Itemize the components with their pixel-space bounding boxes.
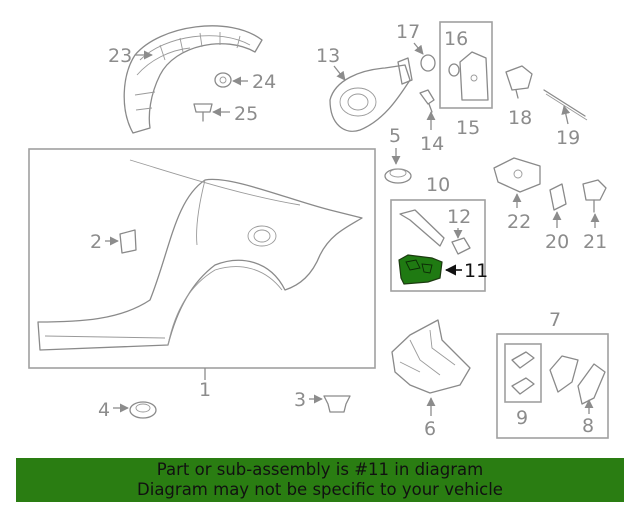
part-24-clip [214, 72, 232, 88]
label-3[interactable]: 3 [294, 389, 306, 411]
label-24[interactable]: 24 [252, 71, 276, 93]
label-15[interactable]: 15 [456, 117, 480, 139]
box-7 [496, 333, 609, 439]
part-13-fuel-door-housing [329, 57, 413, 132]
leader-19 [561, 105, 571, 125]
box-1 [28, 148, 376, 369]
label-19[interactable]: 19 [556, 127, 580, 149]
part-18-actuator [505, 65, 533, 99]
label-20[interactable]: 20 [545, 231, 569, 253]
label-11[interactable]: 11 [464, 260, 488, 282]
label-13[interactable]: 13 [316, 45, 340, 67]
footer-banner: Part or sub-assembly is #11 in diagram D… [16, 458, 624, 502]
label-18[interactable]: 18 [508, 107, 532, 129]
part-10-trim [399, 209, 445, 247]
part-11-highlighted[interactable] [398, 254, 443, 285]
label-16[interactable]: 16 [444, 28, 468, 50]
label-21[interactable]: 21 [583, 231, 607, 253]
part-22-latch [493, 157, 541, 193]
label-10[interactable]: 10 [426, 174, 450, 196]
part-8-seal [549, 355, 606, 405]
leader-17 [413, 42, 424, 55]
label-2[interactable]: 2 [90, 231, 102, 253]
part-16-bracket [448, 51, 489, 101]
part-14-bolt [419, 89, 435, 113]
part-17-grommet [420, 54, 436, 72]
footer-line-2: Diagram may not be specific to your vehi… [137, 480, 503, 499]
label-14[interactable]: 14 [420, 133, 444, 155]
part-25-screw [193, 103, 213, 122]
box-9 [504, 343, 542, 403]
label-22[interactable]: 22 [507, 211, 531, 233]
label-17[interactable]: 17 [396, 21, 420, 43]
part-4-grommet [129, 401, 157, 419]
part-20-bracket [549, 183, 567, 211]
label-12[interactable]: 12 [447, 206, 471, 228]
label-5[interactable]: 5 [389, 125, 401, 147]
part-1-quarter-panel [37, 159, 363, 351]
part-9-pads [511, 351, 535, 395]
label-9[interactable]: 9 [516, 407, 528, 429]
label-8[interactable]: 8 [582, 415, 594, 437]
label-25[interactable]: 25 [234, 103, 258, 125]
label-7[interactable]: 7 [549, 309, 561, 331]
footer-line-1: Part or sub-assembly is #11 in diagram [156, 460, 484, 479]
part-6-inner-panel [391, 319, 471, 394]
label-4[interactable]: 4 [98, 399, 110, 421]
label-6[interactable]: 6 [424, 418, 436, 440]
label-23[interactable]: 23 [108, 45, 132, 67]
box-15 [439, 21, 493, 109]
part-23-wheelhouse-liner [123, 25, 263, 134]
part-3-plug [323, 395, 351, 413]
part-21-stop [582, 179, 607, 213]
part-2-bracket [119, 229, 137, 254]
part-5-plug [384, 168, 412, 184]
part-12-clip [451, 237, 471, 255]
leader-13 [333, 65, 346, 81]
label-1[interactable]: 1 [199, 379, 211, 401]
parts-diagram: 23 24 25 13 17 14 16 15 [28, 21, 609, 440]
box-10 [390, 199, 486, 292]
